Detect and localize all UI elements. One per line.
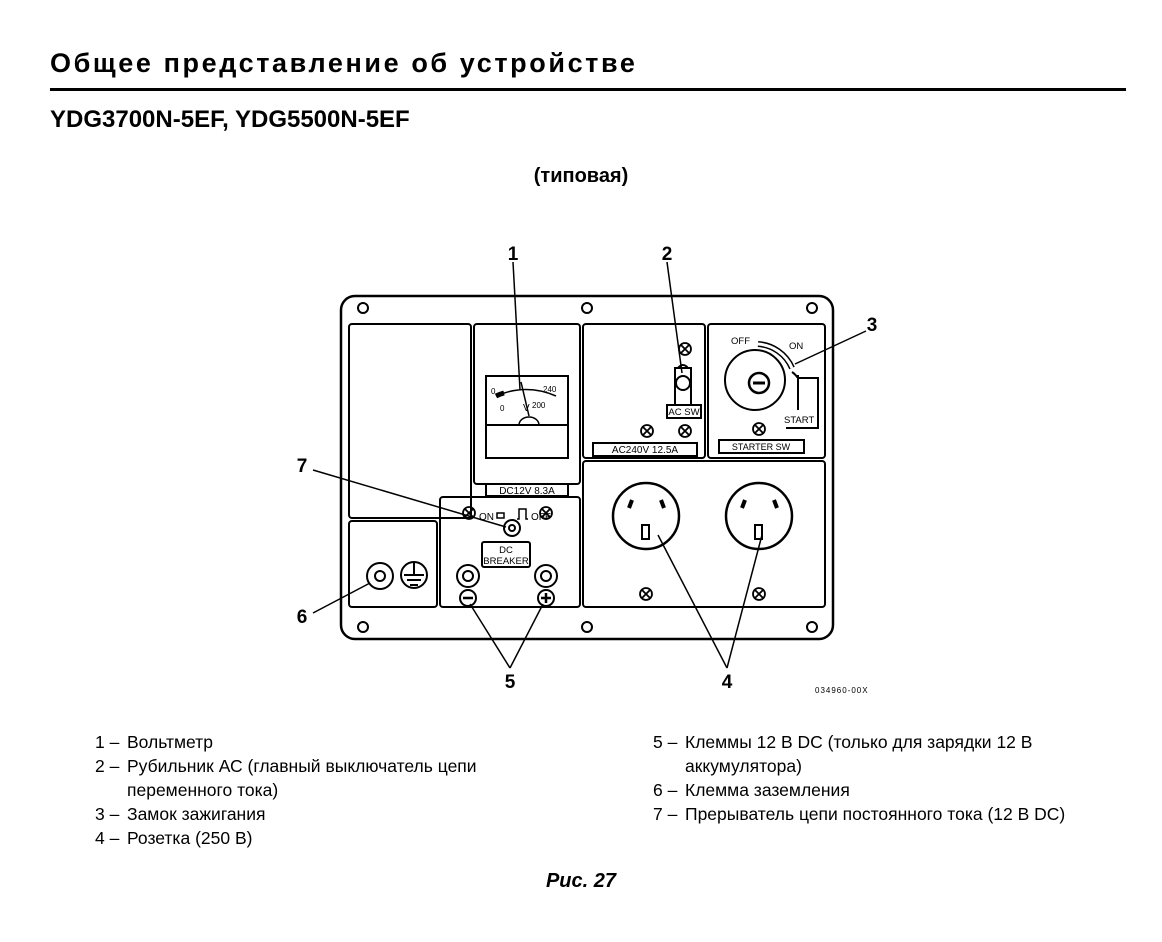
- mount-hole: [581, 302, 593, 314]
- dc-breaker-label: DC: [499, 545, 513, 556]
- legend-number: 2 –: [95, 756, 120, 776]
- dc-on-label: ON: [479, 512, 494, 523]
- dc-off-label: OFF: [531, 512, 551, 523]
- voltmeter-face: [485, 375, 569, 459]
- callout-4-leader: [726, 534, 763, 669]
- dc-breaker-label: BREAKER: [483, 556, 529, 567]
- legend-number: 5 –: [653, 732, 678, 752]
- ac-rating-plate: [592, 442, 698, 457]
- callout-6: 6: [297, 607, 308, 628]
- meter-scale-label: 0: [500, 404, 505, 413]
- screw-icon: [539, 506, 553, 520]
- legend-number: 7 –: [653, 804, 678, 824]
- key-switch-inner: [747, 371, 771, 395]
- starter-panel: [707, 323, 826, 459]
- legend-item: 6 – Клемма заземления: [653, 778, 1123, 802]
- starter-switch-plate: [718, 439, 805, 454]
- ac-rating-label: AC240V 12.5A: [612, 445, 678, 456]
- meter-scale-label: 240: [543, 385, 557, 394]
- meter-unit-label: V: [523, 403, 530, 414]
- legend-number: 4 –: [95, 828, 120, 848]
- legend-text: Клемма заземления: [685, 780, 850, 800]
- dc-breaker-button: [503, 519, 521, 537]
- starter-switch-label: STARTER SW: [732, 442, 791, 452]
- callout-4: 4: [722, 672, 733, 693]
- ac-switch-plate: [666, 404, 702, 419]
- callout-5: 5: [505, 672, 516, 693]
- screw-icon: [752, 422, 766, 436]
- legend-item: 2 – Рубильник АС (главный выключатель це…: [95, 754, 565, 802]
- callout-4-leader: [657, 534, 728, 669]
- callout-5-leader: [469, 603, 511, 669]
- figure-subtitle: (типовая): [533, 165, 629, 187]
- mount-hole: [806, 621, 818, 633]
- mount-hole: [806, 302, 818, 314]
- legend-number: 3 –: [95, 804, 120, 824]
- legend-text: Вольтметр: [127, 732, 213, 752]
- callout-3-leader: [794, 330, 867, 365]
- legend-text: Прерыватель цепи постоянного тока (12 В …: [685, 804, 1066, 824]
- meter-rating-label: DC12V 8.3A: [499, 486, 555, 497]
- screw-icon: [640, 424, 654, 438]
- ac-socket-left: [611, 481, 681, 551]
- callout-2: 2: [662, 244, 673, 265]
- mount-hole: [581, 621, 593, 633]
- legend-right: 5 – Клеммы 12 В DC (только для зарядки 1…: [653, 730, 1123, 826]
- callout-7: 7: [297, 456, 308, 477]
- mount-hole: [357, 621, 369, 633]
- dc-terminal-positive: [534, 564, 558, 588]
- legend-item: 4 – Розетка (250 В): [95, 826, 565, 850]
- legend-text: Розетка (250 В): [127, 828, 253, 848]
- legend-number: 1 –: [95, 732, 120, 752]
- callout-2-leader: [666, 261, 683, 374]
- screw-icon: [462, 506, 476, 520]
- section-heading: Общее представление об устройстве: [50, 48, 638, 78]
- ground-terminal: [366, 562, 394, 590]
- screw-icon: [639, 587, 653, 601]
- callout-6-leader: [312, 582, 371, 614]
- meter-rating-plate: [485, 483, 569, 497]
- callout-1-leader: [512, 261, 521, 391]
- legend-left: 1 – Вольтметр 2 – Рубильник АС (главный …: [95, 730, 565, 850]
- legend-item: 7 – Прерыватель цепи постоянного тока (1…: [653, 802, 1123, 826]
- screw-icon: [678, 342, 692, 356]
- panel-outer-frame: [339, 294, 835, 641]
- plus-symbol-icon: [537, 589, 555, 607]
- figure-caption: Рис. 27: [545, 870, 617, 892]
- meter-scale-label: 200: [532, 401, 546, 410]
- legend-number: 6 –: [653, 780, 678, 800]
- meter-scale-label: 0: [491, 387, 496, 396]
- key-on-label: ON: [789, 341, 803, 352]
- blank-panel: [348, 323, 472, 519]
- breaker-on-icon: [496, 512, 505, 519]
- callout-5-leader: [509, 603, 544, 669]
- legend-text: Рубильник АС (главный выключатель цепи п…: [127, 756, 477, 800]
- key-switch-outer: [724, 349, 786, 411]
- legend-item: 1 – Вольтметр: [95, 730, 565, 754]
- dc-terminal-negative: [456, 564, 480, 588]
- callout-1: 1: [508, 244, 519, 265]
- legend-text: Клеммы 12 В DC (только для зарядки 12 В …: [685, 732, 1033, 776]
- minus-symbol-icon: [459, 589, 477, 607]
- voltmeter-needle: [520, 381, 530, 417]
- screw-icon: [678, 424, 692, 438]
- callout-3: 3: [867, 315, 878, 336]
- legend-item: 3 – Замок зажигания: [95, 802, 565, 826]
- ac-switch-label: AC SW: [668, 407, 699, 418]
- socket-panel: [582, 460, 826, 608]
- heading-rule: [50, 88, 1126, 91]
- ac-switch-panel: [582, 323, 706, 459]
- screw-icon: [752, 587, 766, 601]
- key-off-label: OFF: [731, 336, 750, 347]
- ground-panel: [348, 520, 438, 608]
- dc-breaker-plate: [481, 541, 531, 568]
- breaker-off-icon: [517, 508, 528, 520]
- key-start-label: START: [784, 415, 814, 426]
- legend-text: Замок зажигания: [127, 804, 266, 824]
- mount-hole: [357, 302, 369, 314]
- figure-code: 034960-00X: [815, 686, 869, 695]
- model-title: YDG3700N-5EF, YDG5500N-5EF: [50, 106, 410, 133]
- legend-item: 5 – Клеммы 12 В DC (только для зарядки 1…: [653, 730, 1123, 778]
